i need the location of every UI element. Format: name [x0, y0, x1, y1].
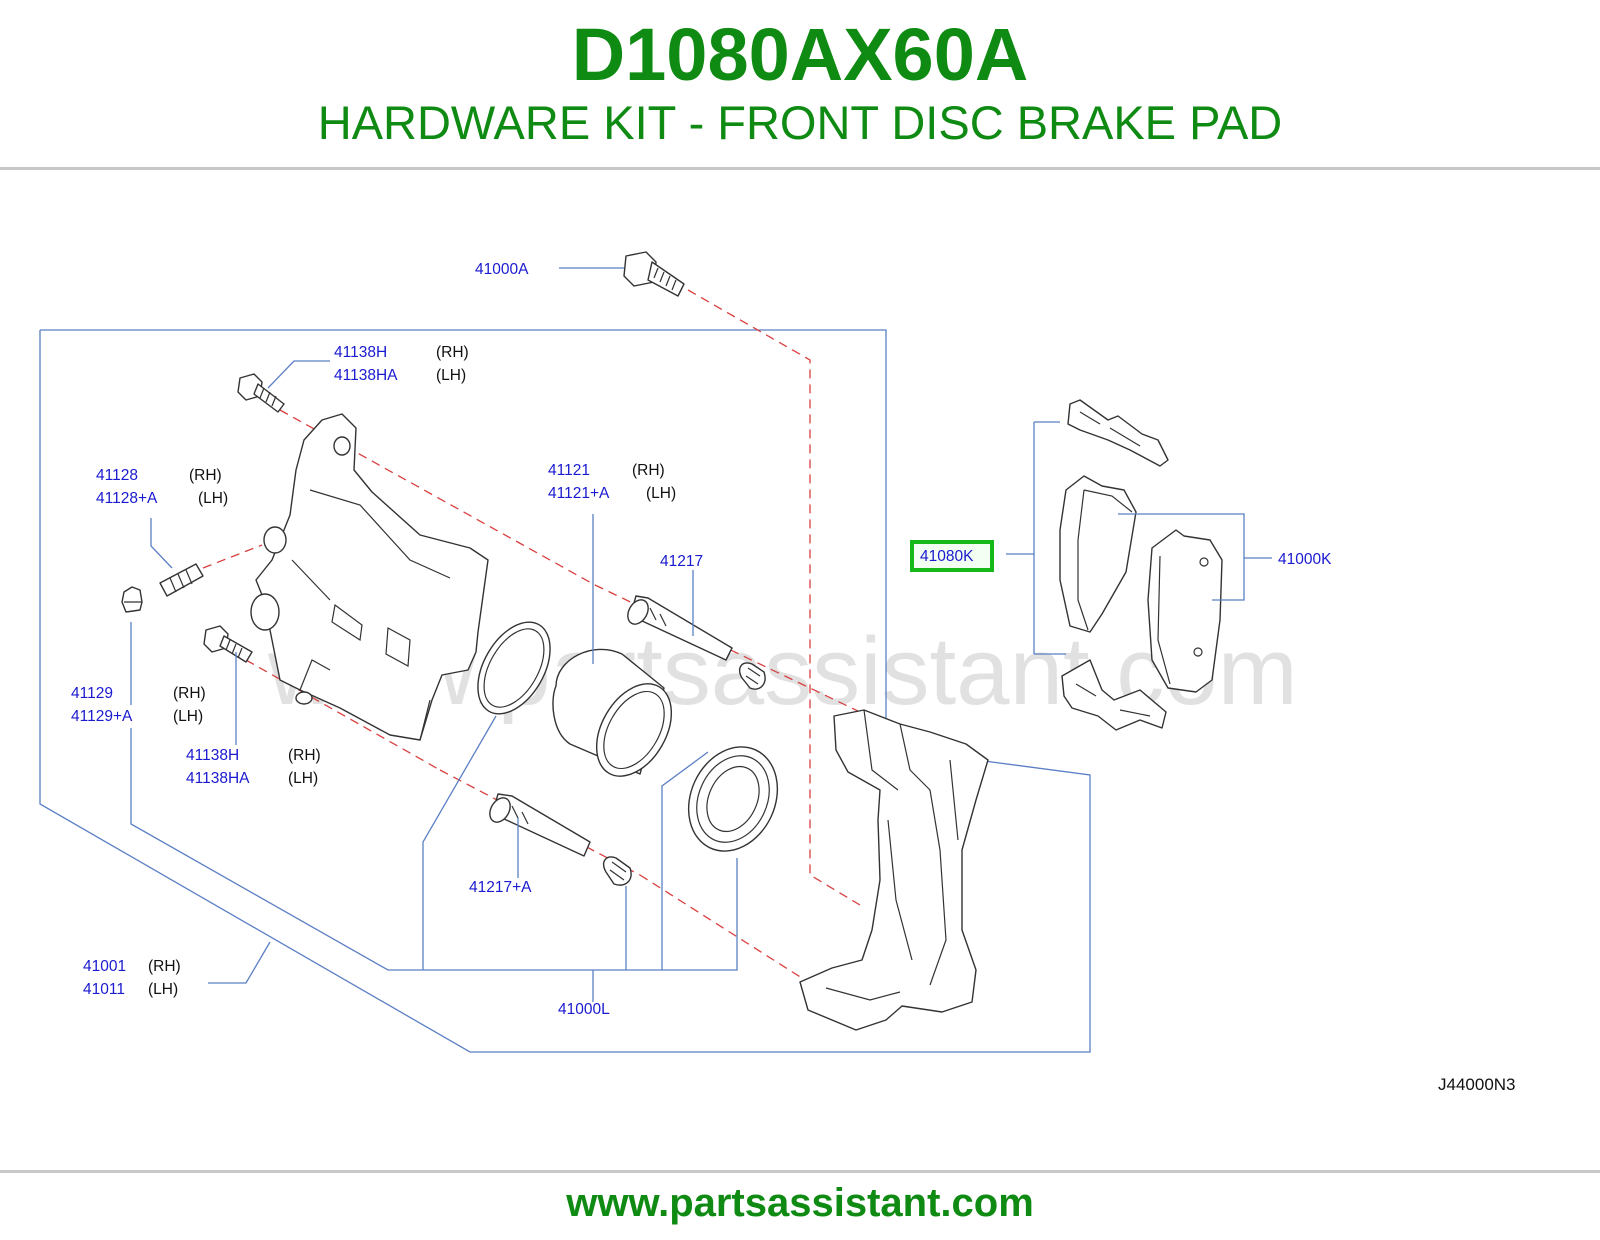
assembly-frame: [39, 329, 1091, 1053]
brake-pad-inner: [1059, 475, 1137, 633]
callout-41217[interactable]: 41217: [660, 553, 703, 570]
caliper-body: [250, 413, 489, 741]
leader-lines: [130, 267, 1272, 1002]
side-rh-label: (RH): [288, 747, 321, 764]
bleeder-screw: [159, 563, 204, 597]
guide-pin-lower: [489, 793, 591, 857]
piston-seal: [477, 621, 551, 715]
anti-rattle-spring-upper: [1067, 399, 1169, 467]
callout-41121-A[interactable]: 41121+A: [548, 485, 610, 502]
callout-41121[interactable]: 41121: [548, 462, 590, 479]
figure-reference: J44000N3: [1438, 1075, 1516, 1094]
side-rh-label: (RH): [436, 344, 469, 361]
callout-41128-A[interactable]: 41128+A: [96, 490, 158, 507]
callout-41080K[interactable]: 41080K: [920, 548, 974, 565]
exploded-diagram: www.partsassistant.com: [0, 200, 1600, 1130]
piston: [552, 648, 673, 777]
part-title: HARDWARE KIT - FRONT DISC BRAKE PAD: [317, 96, 1283, 149]
diagram-canvas: www.partsassistant.com: [39, 251, 1516, 1094]
callout-41000K[interactable]: 41000K: [1278, 551, 1332, 568]
guide-pin-upper: [627, 595, 733, 661]
side-lh-label: (LH): [198, 490, 228, 507]
callout-41138HA-top[interactable]: 41138HA: [334, 367, 398, 384]
part-number: D1080AX60A: [571, 13, 1029, 96]
callout-41129-A[interactable]: 41129+A: [71, 708, 133, 725]
callout-41011[interactable]: 41011: [83, 981, 125, 998]
bolt-41000A: [623, 251, 685, 297]
dust-boot: [687, 746, 779, 852]
anti-rattle-spring-lower: [1061, 659, 1167, 731]
side-rh-label: (RH): [173, 685, 206, 702]
side-lh-label: (LH): [148, 981, 178, 998]
callout-41128[interactable]: 41128: [96, 467, 138, 484]
highlight-box: [910, 540, 994, 572]
page-header: D1080AX60A HARDWARE KIT - FRONT DISC BRA…: [0, 0, 1600, 170]
callout-41000L[interactable]: 41000L: [558, 1001, 610, 1018]
bolt-upper-caliper: [237, 373, 285, 413]
callout-41138H-low[interactable]: 41138H: [186, 747, 239, 764]
callout-41138H-top[interactable]: 41138H: [334, 344, 387, 361]
callout-41001[interactable]: 41001: [83, 958, 126, 975]
bleeder-cap: [121, 586, 143, 613]
side-rh-label: (RH): [632, 462, 665, 479]
side-rh-label: (RH): [189, 467, 222, 484]
side-lh-label: (LH): [646, 485, 676, 502]
header-divider: [0, 167, 1600, 170]
callout-41129[interactable]: 41129: [71, 685, 113, 702]
pin-boot-lower: [602, 856, 632, 886]
side-lh-label: (LH): [436, 367, 466, 384]
side-lh-label: (LH): [173, 708, 203, 725]
side-rh-label: (RH): [148, 958, 181, 975]
footer-divider: [0, 1170, 1600, 1173]
bolt-lower-caliper: [203, 625, 253, 663]
caliper-bracket: [799, 709, 989, 1031]
callout-41138HA-low[interactable]: 41138HA: [186, 770, 250, 787]
side-lh-label: (LH): [288, 770, 318, 787]
brake-pad-outer: [1147, 529, 1223, 693]
callout-41000A[interactable]: 41000A: [475, 261, 529, 278]
footer-url[interactable]: www.partsassistant.com: [566, 1181, 1034, 1225]
callouts: 41000A 41138H (RH) 41138HA (LH) 41128 (R…: [71, 261, 1332, 1018]
pin-boot-upper: [738, 662, 766, 690]
callout-41217-A[interactable]: 41217+A: [469, 879, 532, 896]
